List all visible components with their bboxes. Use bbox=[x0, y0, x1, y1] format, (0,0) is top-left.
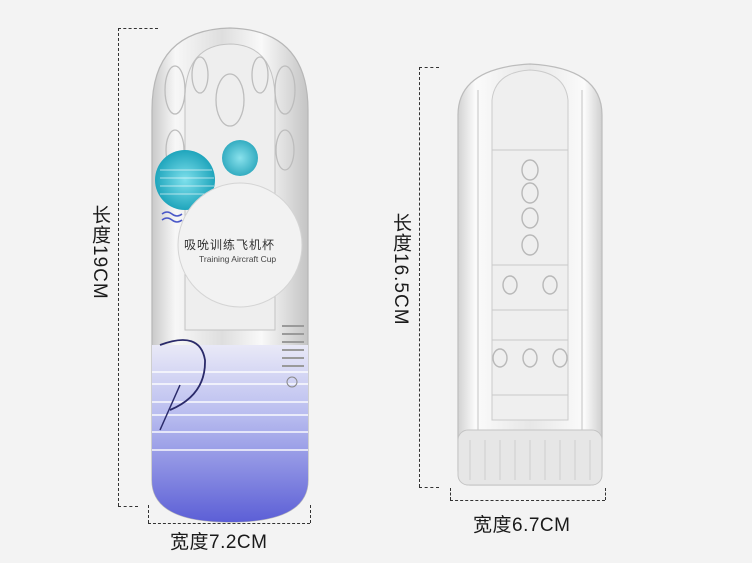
left-width-left-tick bbox=[148, 505, 149, 523]
right-width-label: 宽度6.7CM bbox=[473, 515, 571, 536]
left-length-top-tick bbox=[118, 28, 158, 29]
left-cup bbox=[151, 27, 309, 523]
right-cup bbox=[457, 63, 603, 486]
left-length-bottom-tick bbox=[118, 506, 138, 507]
right-length-top-tick bbox=[419, 67, 439, 68]
right-length-dimension-line bbox=[419, 67, 420, 487]
right-width-left-tick bbox=[450, 488, 451, 500]
left-length-label: 长度19CM bbox=[89, 205, 110, 300]
left-width-right-tick bbox=[310, 505, 311, 523]
left-width-dimension-line bbox=[148, 523, 310, 524]
right-width-right-tick bbox=[605, 488, 606, 500]
right-length-bottom-tick bbox=[419, 487, 439, 488]
sticker-product-name-cn: 吸吮训练飞机杯 bbox=[184, 238, 276, 252]
right-width-dimension-line bbox=[450, 500, 605, 501]
left-width-label: 宽度7.2CM bbox=[170, 532, 268, 553]
right-length-label: 长度16.5CM bbox=[390, 213, 411, 326]
sticker-product-name-en: Training Aircraft Cup bbox=[199, 254, 277, 264]
left-length-dimension-line bbox=[118, 28, 119, 506]
